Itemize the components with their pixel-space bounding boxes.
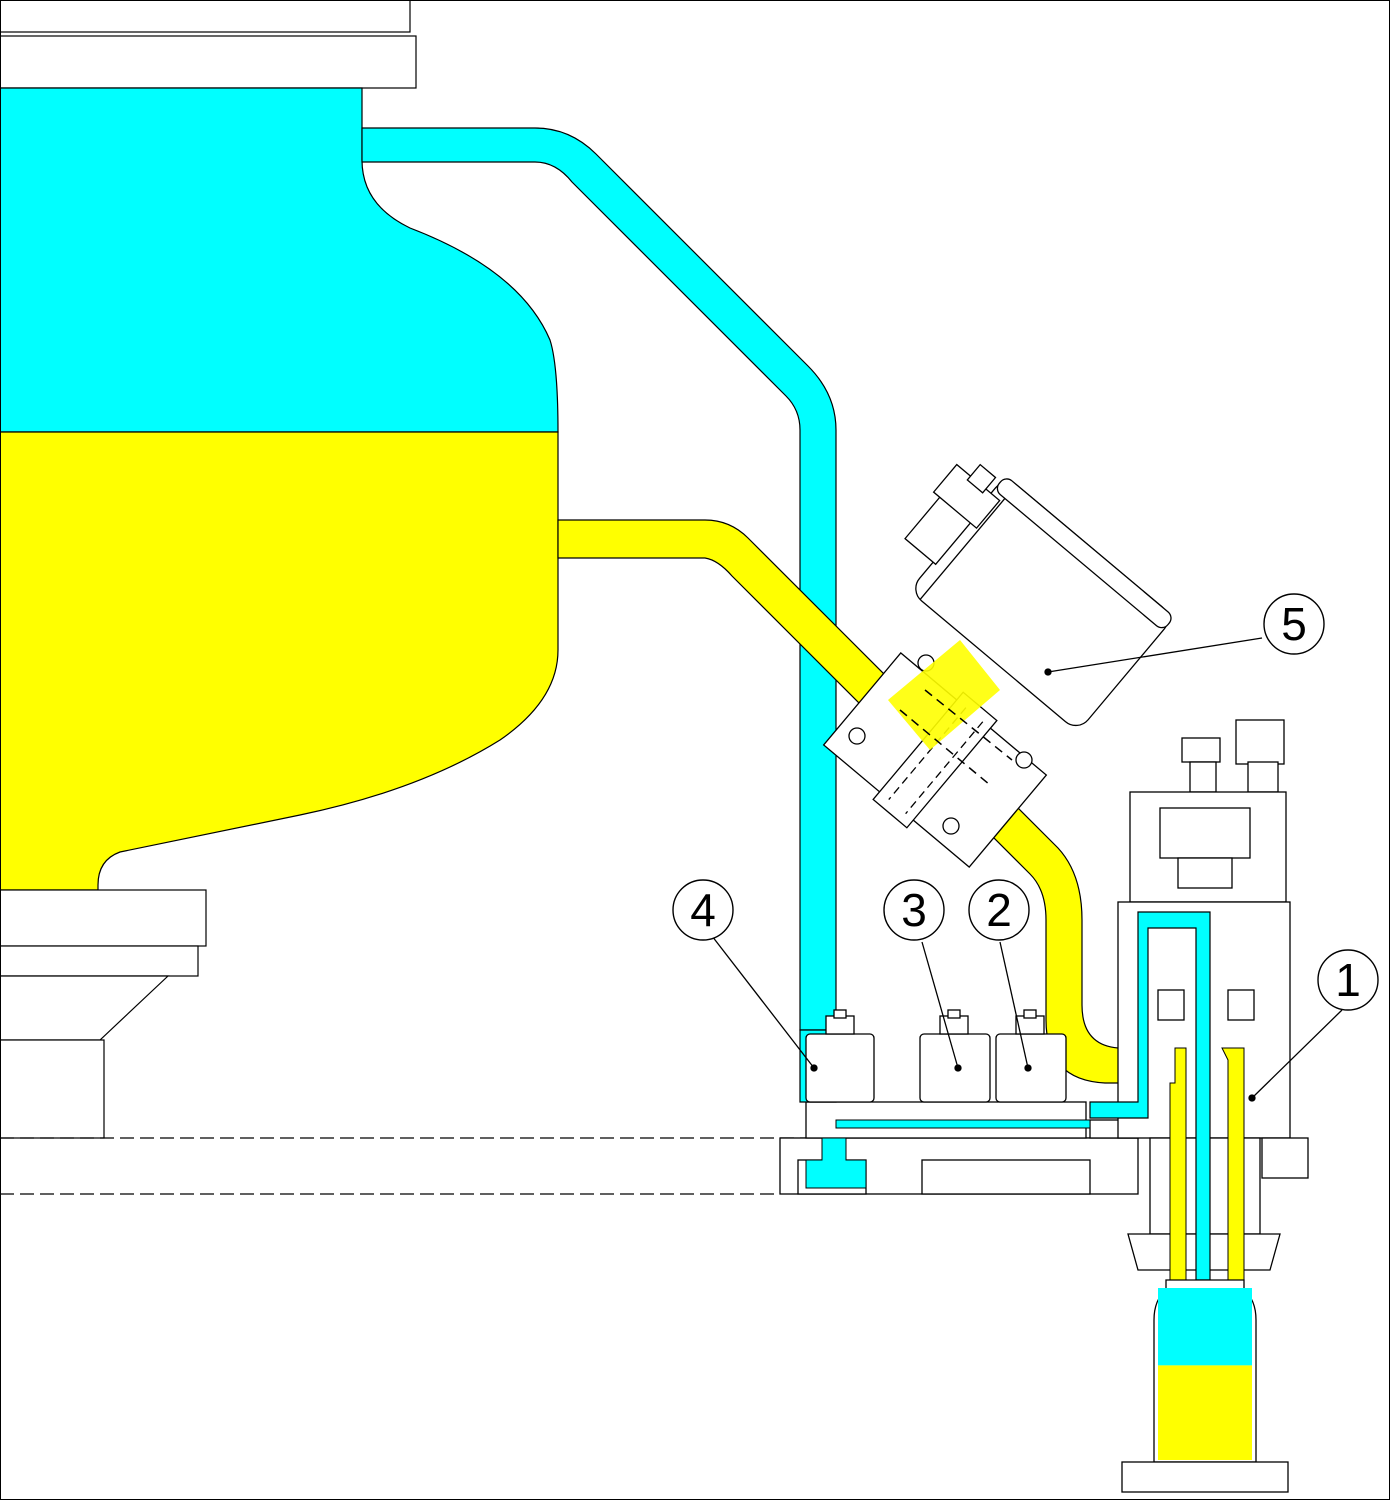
tank-liquid-region [0,431,559,891]
callout-1-circle [1317,949,1379,1011]
callout-4-circle [672,879,734,941]
manifold-gas-channel-2 [835,1119,1091,1129]
tank-base [0,889,1138,1195]
callout-5: 5 [1263,593,1325,655]
callout-3-circle [883,879,945,941]
callout-4: 4 [672,879,734,941]
callout-3: 3 [883,879,945,941]
manifold-gas-well [805,1137,867,1189]
solenoid-valve-4 [805,1009,875,1103]
top-flange [0,0,417,89]
callout-3-label: 3 [901,884,927,936]
bottle-liquid-fill [1158,1365,1252,1460]
bottle-platform [1121,1461,1289,1493]
actuated-valve [822,463,1172,868]
callouts [711,637,1343,1102]
bottle-gas-fill [1158,1288,1252,1366]
callout-2: 2 [968,879,1030,941]
filling-valve-gas-tube [1089,911,1211,1281]
solenoid-valve-3 [919,1009,991,1103]
filling-valve-liquid-annulus [1169,1047,1187,1281]
callout-5-circle [1263,593,1325,655]
callout-2-label: 2 [986,884,1012,936]
callout-2-circle [968,879,1030,941]
callout-1: 1 [1317,949,1379,1011]
callout-1-label: 1 [1335,954,1361,1006]
bottle [1121,1279,1289,1493]
solenoid-valve-2 [995,1009,1067,1103]
tank [0,87,559,891]
callout-5-label: 5 [1281,598,1307,650]
tank-gas-region [0,87,559,433]
callout-4-label: 4 [690,884,716,936]
